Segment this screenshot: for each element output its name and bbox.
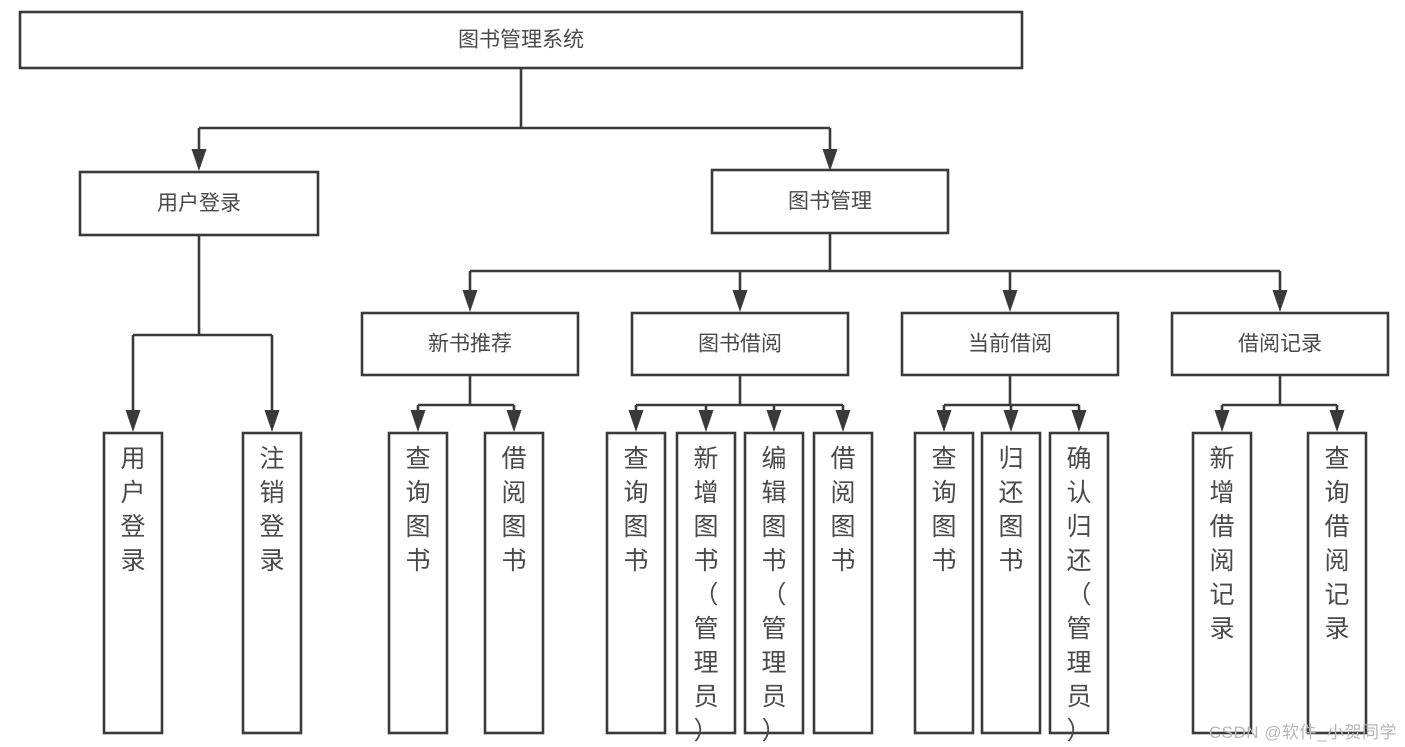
arrow-head-icon — [698, 410, 714, 432]
arrow-head-icon — [1272, 290, 1288, 312]
node-layer: 图书管理系统用户登录图书管理新书推荐图书借阅当前借阅借阅记录用户登录注销登录查询… — [18, 10, 1390, 745]
node-label: 新增图书（管理员） — [693, 445, 718, 745]
node-label: 查询借阅记录 — [1324, 445, 1349, 643]
node-box[interactable] — [900, 311, 1120, 377]
node-label: 注销登录 — [259, 445, 284, 575]
node-box[interactable] — [387, 431, 449, 735]
arrow-head-icon — [732, 290, 748, 312]
node-leaf-query-book-2[interactable]: 查询图书 — [605, 431, 667, 735]
node-book-borrow[interactable]: 图书借阅 — [630, 311, 850, 377]
node-leaf-borrow-book-2[interactable]: 借阅图书 — [812, 431, 874, 735]
arrow-head-icon — [822, 149, 838, 171]
node-box[interactable] — [630, 311, 850, 377]
node-label: 借阅图书 — [830, 445, 855, 575]
node-label: 查询图书 — [623, 445, 648, 575]
node-label: 图书管理系统 — [458, 29, 584, 52]
arrow-head-icon — [264, 410, 280, 432]
arrow-head-icon — [1003, 410, 1019, 432]
arrow-head-icon — [936, 410, 952, 432]
node-box[interactable] — [241, 431, 303, 735]
node-leaf-add-record[interactable]: 新增借阅记录 — [1191, 431, 1253, 735]
node-label: 确认归还（管理员） — [1066, 445, 1091, 745]
node-leaf-query-book-3[interactable]: 查询图书 — [913, 431, 975, 735]
node-new-book-rec[interactable]: 新书推荐 — [360, 311, 580, 377]
node-box[interactable] — [980, 431, 1042, 735]
node-box[interactable] — [605, 431, 667, 735]
node-box[interactable] — [102, 431, 164, 735]
node-label: 用户登录 — [120, 445, 145, 575]
node-box[interactable] — [1048, 431, 1110, 735]
node-box[interactable] — [360, 311, 580, 377]
node-current-borrow[interactable]: 当前借阅 — [900, 311, 1120, 377]
node-box[interactable] — [812, 431, 874, 735]
node-leaf-confirm-return[interactable]: 确认归还（管理员） — [1048, 431, 1110, 745]
node-box[interactable] — [710, 168, 950, 235]
node-label: 编辑图书（管理员） — [761, 445, 786, 745]
node-leaf-query-book-1[interactable]: 查询图书 — [387, 431, 449, 735]
node-label: 查询图书 — [405, 445, 430, 575]
node-box[interactable] — [1306, 431, 1368, 735]
node-label: 新增借阅记录 — [1209, 445, 1234, 643]
node-root[interactable]: 图书管理系统 — [18, 10, 1024, 70]
node-label: 图书管理 — [788, 190, 872, 213]
node-leaf-logout[interactable]: 注销登录 — [241, 431, 303, 735]
node-label: 新书推荐 — [428, 333, 512, 356]
arrow-head-icon — [835, 410, 851, 432]
node-borrow-record[interactable]: 借阅记录 — [1170, 311, 1390, 377]
arrow-head-icon — [506, 410, 522, 432]
connector-layer — [125, 68, 1345, 432]
node-label: 查询图书 — [931, 445, 956, 575]
node-box[interactable] — [913, 431, 975, 735]
node-book-manage[interactable]: 图书管理 — [710, 168, 950, 235]
arrow-head-icon — [628, 410, 644, 432]
node-box[interactable] — [483, 431, 545, 735]
node-leaf-query-record[interactable]: 查询借阅记录 — [1306, 431, 1368, 735]
node-label: 用户登录 — [157, 192, 241, 215]
arrow-head-icon — [1329, 410, 1345, 432]
node-leaf-add-book[interactable]: 新增图书（管理员） — [675, 431, 737, 745]
arrow-head-icon — [410, 410, 426, 432]
arrow-head-icon — [766, 410, 782, 432]
arrow-head-icon — [1002, 290, 1018, 312]
node-box[interactable] — [675, 431, 737, 735]
arrow-head-icon — [1214, 410, 1230, 432]
arrow-head-icon — [191, 149, 207, 171]
node-box[interactable] — [78, 170, 320, 237]
node-label: 借阅图书 — [501, 445, 526, 575]
node-box[interactable] — [743, 431, 805, 735]
watermark-label: CSDN @软件_小贺同学 — [1208, 723, 1397, 742]
node-box[interactable] — [1191, 431, 1253, 735]
node-label: 借阅记录 — [1238, 333, 1322, 356]
node-leaf-return-book[interactable]: 归还图书 — [980, 431, 1042, 735]
arrow-head-icon — [1071, 410, 1087, 432]
node-box[interactable] — [1170, 311, 1390, 377]
arrow-head-icon — [125, 410, 141, 432]
node-leaf-edit-book[interactable]: 编辑图书（管理员） — [743, 431, 805, 745]
node-label: 图书借阅 — [698, 333, 782, 356]
node-label: 当前借阅 — [968, 333, 1052, 356]
arrow-head-icon — [462, 290, 478, 312]
node-user-login[interactable]: 用户登录 — [78, 170, 320, 237]
node-leaf-borrow-book-1[interactable]: 借阅图书 — [483, 431, 545, 735]
node-label: 归还图书 — [998, 445, 1023, 575]
node-box[interactable] — [18, 10, 1024, 70]
node-leaf-user-login[interactable]: 用户登录 — [102, 431, 164, 735]
